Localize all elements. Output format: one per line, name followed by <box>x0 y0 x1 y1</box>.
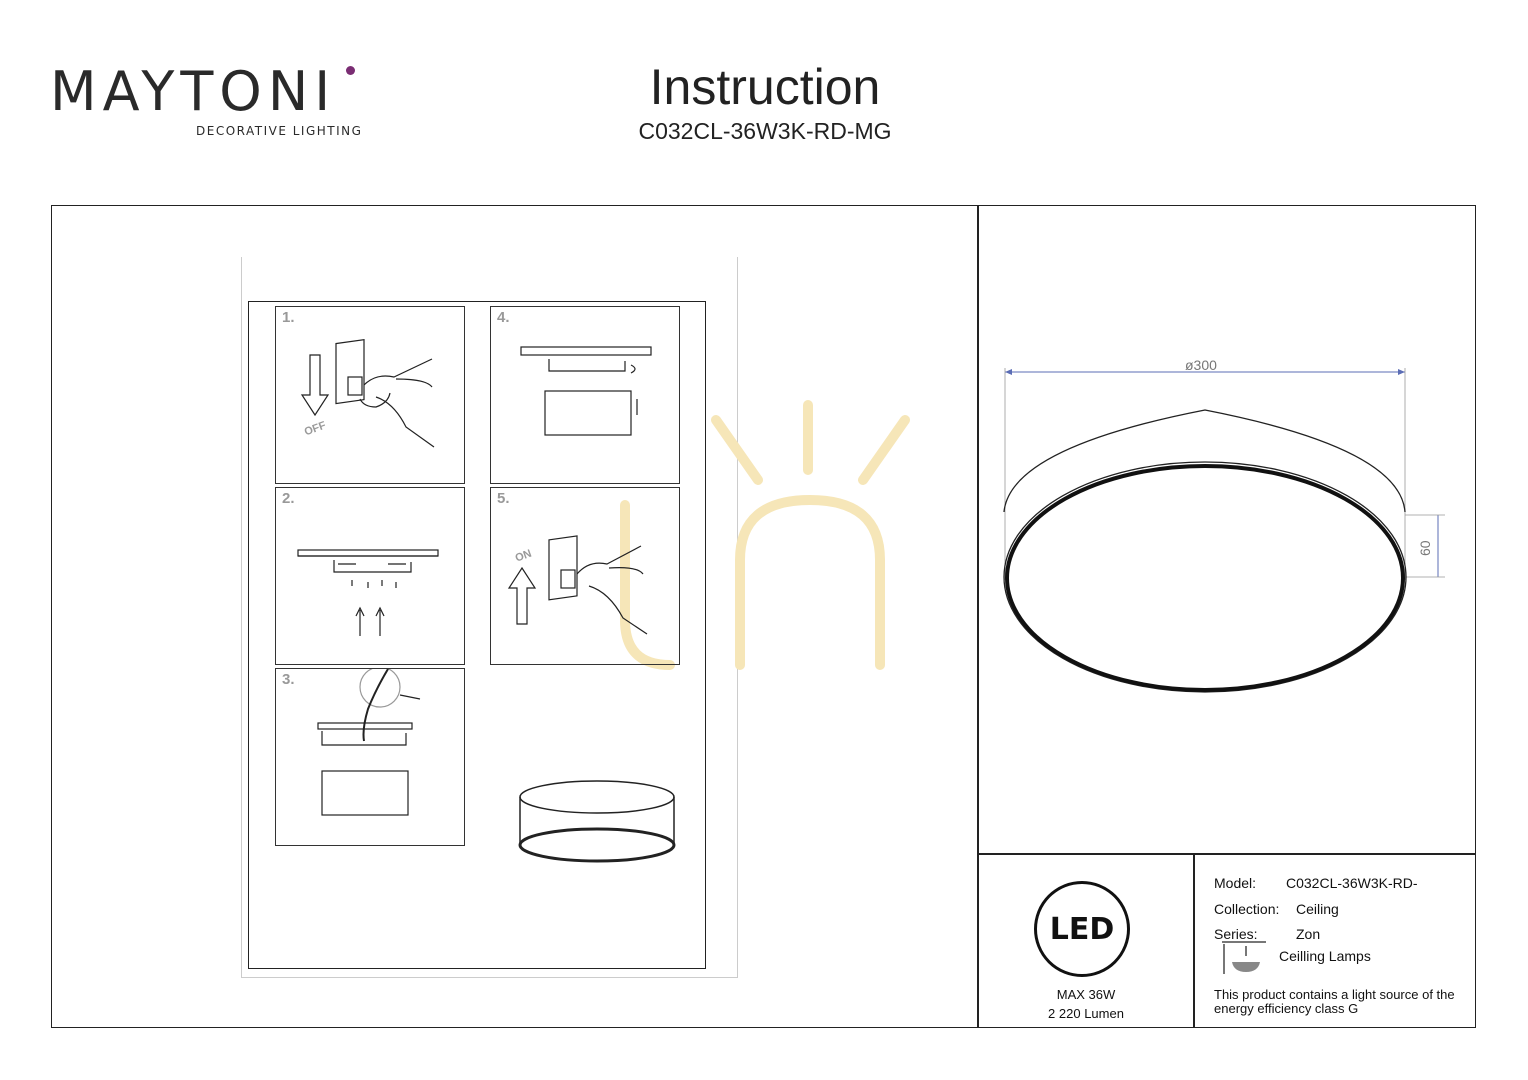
step-4-number: 4. <box>497 309 510 326</box>
step-5-panel: 5. ON <box>490 487 680 665</box>
height-label: 60 <box>1417 540 1433 556</box>
instruction-panel <box>248 301 706 969</box>
frame-divider-vertical <box>977 205 979 1028</box>
collection-value: Ceiling <box>1296 901 1339 917</box>
switch-off-illustration: OFF <box>300 338 435 448</box>
attach-lamp-illustration <box>520 346 652 436</box>
step-4-panel: 4. <box>490 306 680 484</box>
model-label: Model: <box>1214 875 1257 891</box>
step-3-number: 3. <box>282 671 295 688</box>
switch-on-label: ON <box>514 548 534 565</box>
step-3-panel: 3. <box>275 668 465 846</box>
logo-wordmark: MAYTONI <box>50 60 337 123</box>
lumen-text: 2 220 Lumen <box>1048 1006 1124 1021</box>
frame-divider-info <box>1193 853 1195 1028</box>
logo-accent-dot <box>346 66 355 75</box>
sheet-frame <box>51 205 1476 1028</box>
step-5-number: 5. <box>497 490 510 507</box>
energy-efficiency-note: This product contains a light source of … <box>1214 987 1455 1016</box>
diameter-label: ø300 <box>1185 357 1217 373</box>
series-value: Zon <box>1296 926 1321 942</box>
model-code: C032CL-36W3K-RD-MG <box>638 118 892 144</box>
step-2-number: 2. <box>282 490 295 507</box>
led-badge: LED <box>1034 881 1130 977</box>
step-1-panel: 1. OFF <box>275 306 465 484</box>
max-power-text: MAX 36W <box>1056 987 1116 1002</box>
switch-on-illustration: ON <box>507 535 648 635</box>
step-2-panel: 2. <box>275 487 465 665</box>
page-title: Instruction <box>649 59 881 115</box>
model-value: C032CL-36W3K-RD- <box>1286 875 1418 891</box>
step-1-number: 1. <box>282 309 295 326</box>
series-label: Series: <box>1214 926 1258 942</box>
collection-label: Collection: <box>1214 901 1280 917</box>
maytoni-logo: MAYTONI DECORATIVE LIGHTING <box>50 62 370 152</box>
category-text: Ceilling Lamps <box>1279 948 1371 964</box>
mount-bracket-illustration <box>297 549 439 636</box>
wiring-illustration <box>317 669 421 816</box>
logo-tagline: DECORATIVE LIGHTING <box>196 124 363 138</box>
frame-divider-horizontal <box>977 853 1476 855</box>
